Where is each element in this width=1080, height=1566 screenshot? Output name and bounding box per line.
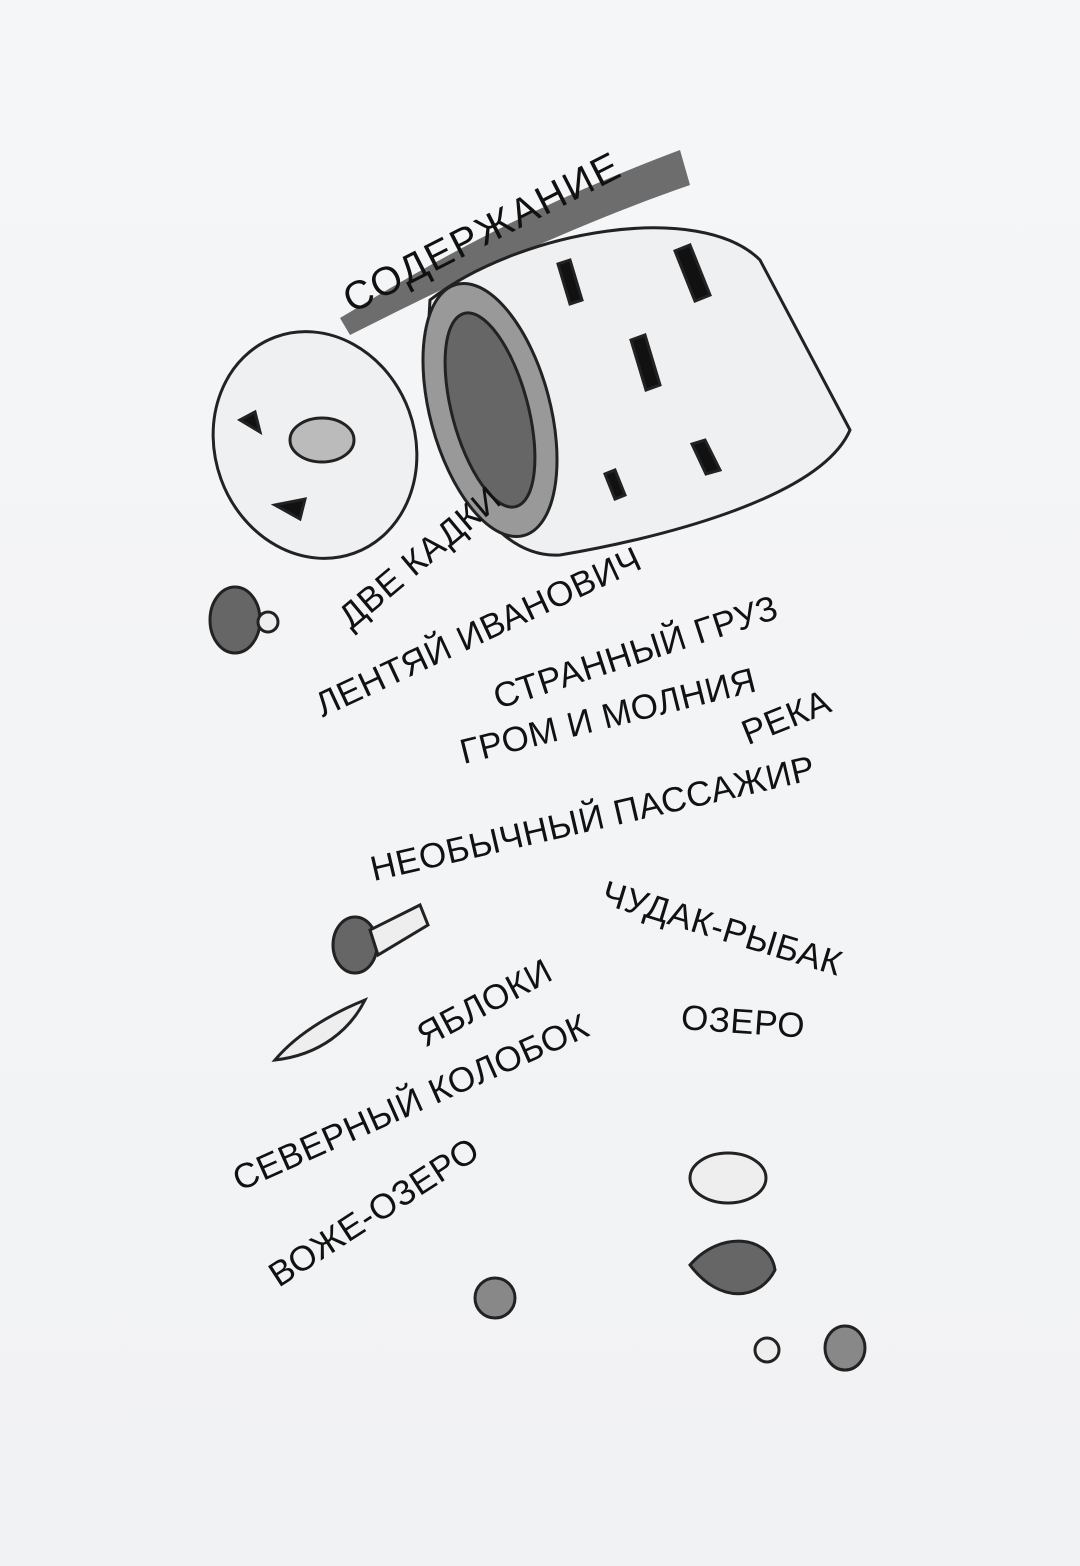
brush-stroke — [340, 150, 690, 335]
tub-lid-icon — [211, 330, 419, 560]
apple-icon — [473, 1276, 517, 1320]
mushroom-icon — [823, 1324, 867, 1372]
tub-icon — [421, 226, 852, 557]
berry-icon — [753, 1336, 781, 1364]
mushroom-icon — [208, 585, 262, 655]
mushroom-icon — [331, 915, 379, 975]
leaf-icon — [271, 997, 369, 1062]
toc-item: ОЗЕРО — [679, 998, 807, 1046]
mushroom-icon — [688, 1151, 768, 1205]
mushroom-icon — [688, 1239, 777, 1296]
